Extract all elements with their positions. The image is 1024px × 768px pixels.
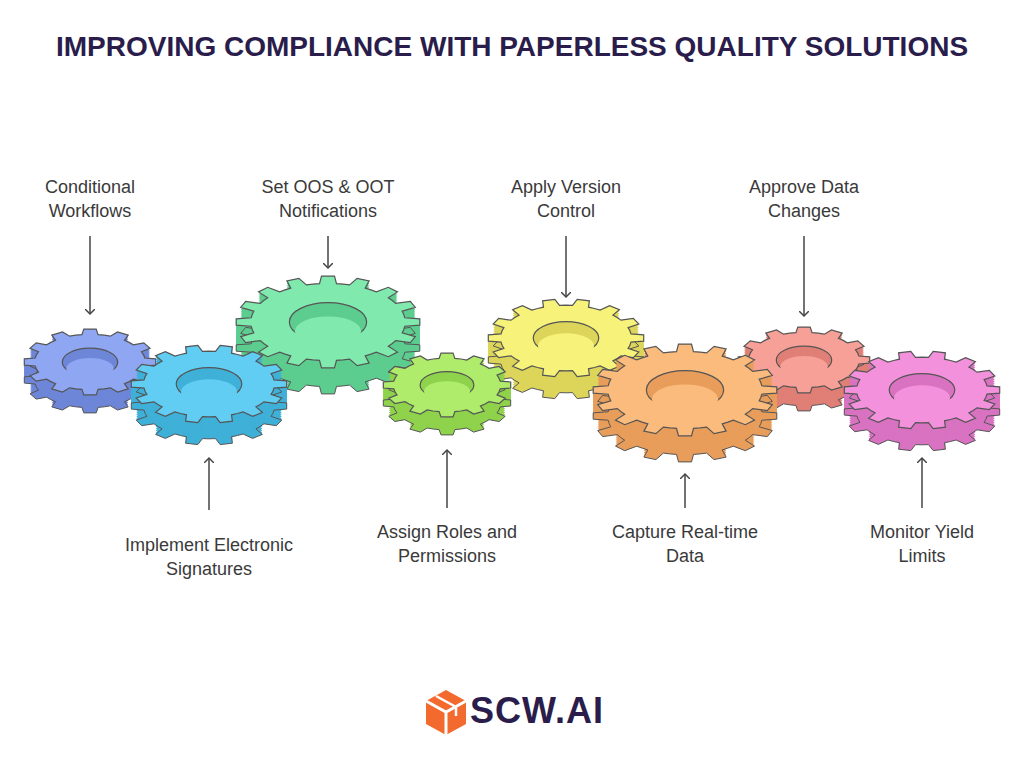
leader-arrow (327, 236, 329, 268)
leader-arrow (565, 236, 567, 297)
leader-arrow (89, 236, 91, 314)
step-label: Monitor Yield Limits (847, 520, 997, 568)
gear (383, 353, 510, 435)
step-label: Apply Version Control (491, 175, 641, 223)
leader-arrow (208, 458, 210, 510)
leader-arrow (803, 236, 805, 316)
step-label: Capture Real-time Data (595, 520, 775, 568)
diagram-title: IMPROVING COMPLIANCE WITH PAPERLESS QUAL… (42, 28, 982, 66)
leader-arrow (921, 458, 923, 508)
leader-arrow (684, 474, 686, 508)
step-label: Conditional Workflows (20, 175, 160, 223)
gear (844, 351, 999, 450)
step-label: Set OOS & OOT Notifications (243, 175, 413, 223)
step-label: Approve Data Changes (729, 175, 879, 223)
leader-arrow (446, 450, 448, 508)
gear (131, 345, 286, 444)
step-label: Implement Electronic Signatures (104, 533, 314, 581)
step-label: Assign Roles and Permissions (357, 520, 537, 568)
gear (593, 344, 777, 462)
brand-logo-text: SCW.AI (470, 689, 604, 733)
logo-icon (426, 690, 466, 735)
